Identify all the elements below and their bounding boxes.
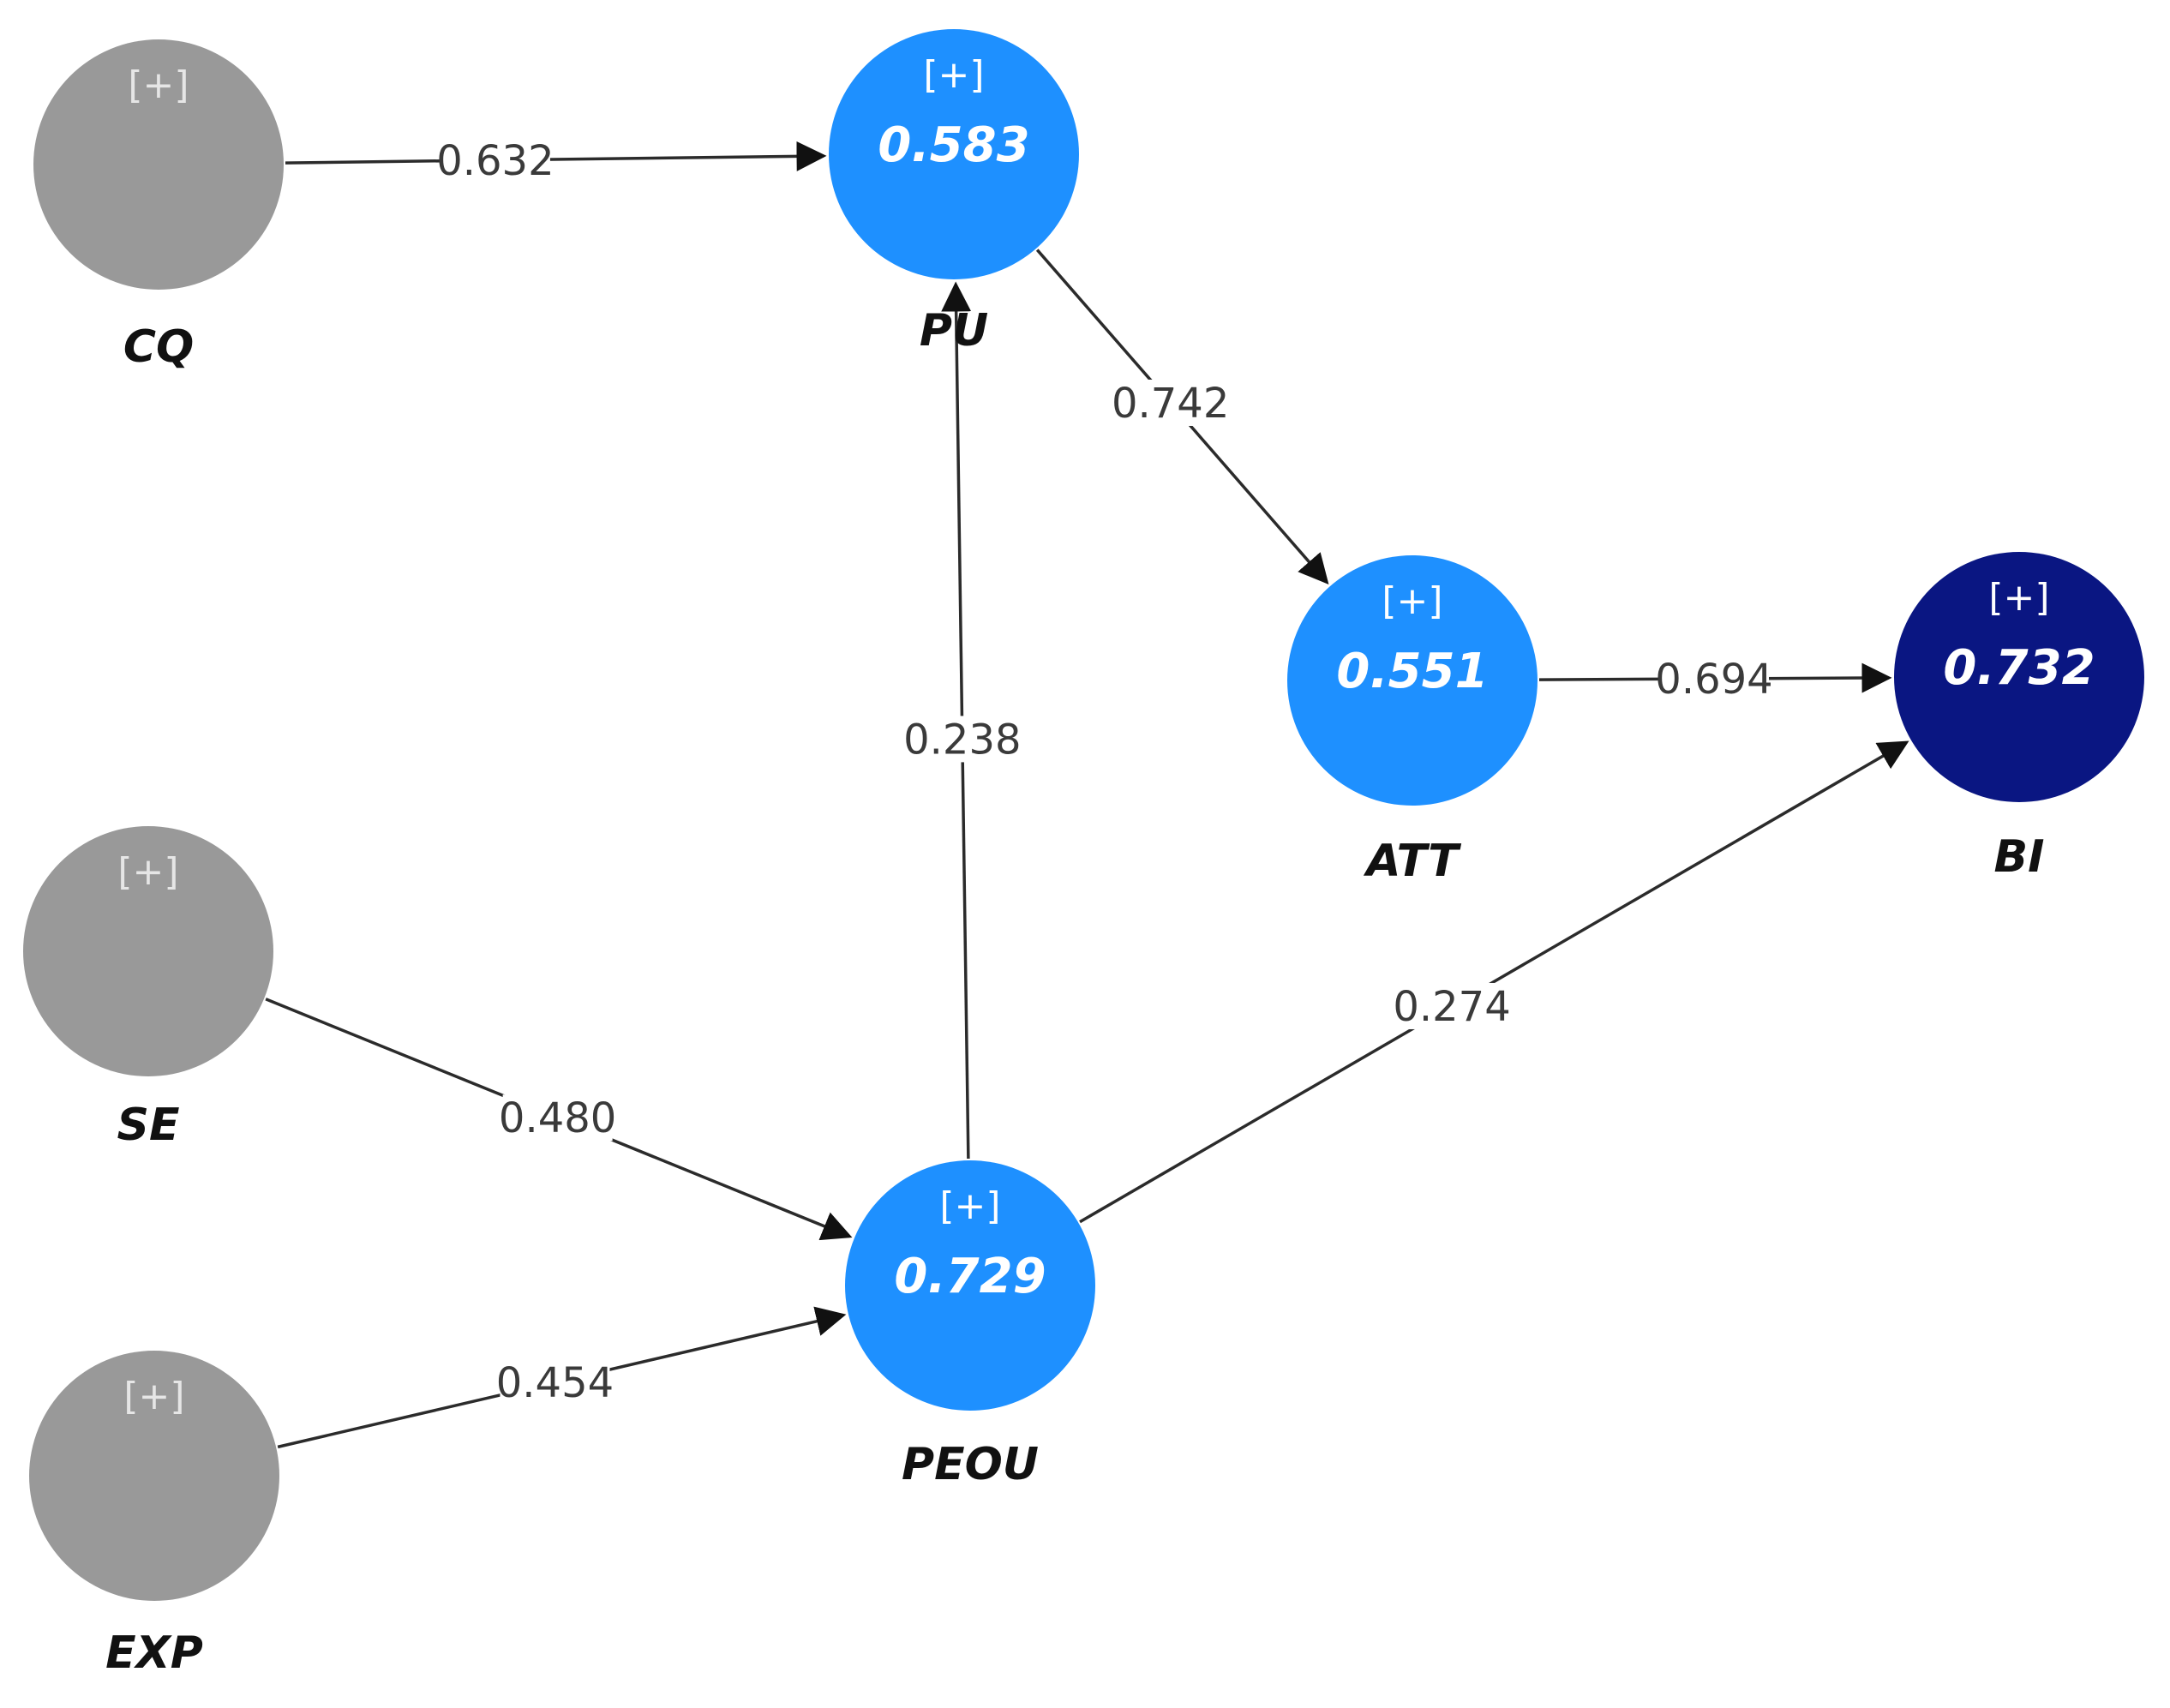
construct-circle[interactable] bbox=[1894, 552, 2144, 802]
path-coefficient: 0.238 bbox=[903, 716, 1021, 764]
construct-label: CQ bbox=[123, 321, 194, 373]
coefficient-label-bg bbox=[1115, 379, 1226, 426]
node-se[interactable]: [+] SE bbox=[23, 826, 273, 1151]
path-arrow bbox=[285, 141, 827, 171]
path-arrow bbox=[1079, 740, 1909, 1224]
construct-label: PEOU bbox=[902, 1439, 1039, 1490]
path-coefficient: 0.480 bbox=[499, 1094, 616, 1142]
construct-label: SE bbox=[117, 1100, 180, 1151]
path-peou-pu[interactable]: 0.238 bbox=[903, 281, 1022, 1160]
coefficient-label-bg bbox=[1659, 656, 1769, 703]
construct-circle[interactable] bbox=[1287, 555, 1538, 806]
coefficient-label-bg bbox=[502, 1094, 613, 1142]
node-cq[interactable]: [+] CQ bbox=[33, 39, 284, 373]
expand-icon[interactable]: [+] bbox=[939, 1184, 1000, 1228]
construct-circle[interactable] bbox=[33, 39, 284, 290]
construct-label: EXP bbox=[105, 1627, 203, 1679]
path-coefficient: 0.274 bbox=[1393, 983, 1510, 1031]
r-squared-value: 0.729 bbox=[894, 1249, 1046, 1304]
coefficient-label-bg bbox=[1397, 982, 1508, 1029]
construct-label: PU bbox=[920, 305, 988, 357]
path-pu-att[interactable]: 0.742 bbox=[1035, 249, 1329, 585]
path-exp-peou[interactable]: 0.454 bbox=[277, 1306, 847, 1449]
path-coefficient: 0.742 bbox=[1112, 380, 1229, 428]
construct-circle[interactable] bbox=[23, 826, 273, 1076]
construct-label: ATT bbox=[1363, 836, 1461, 887]
expand-icon[interactable]: [+] bbox=[117, 850, 178, 894]
path-att-bi[interactable]: 0.694 bbox=[1538, 656, 1892, 704]
construct-circle[interactable] bbox=[845, 1160, 1095, 1411]
coefficient-label-bg bbox=[907, 716, 1017, 763]
path-coefficient: 0.632 bbox=[436, 137, 554, 185]
expand-icon[interactable]: [+] bbox=[123, 1375, 184, 1418]
expand-icon[interactable]: [+] bbox=[923, 53, 984, 97]
path-se-peou[interactable]: 0.480 bbox=[265, 998, 853, 1241]
path-peou-bi[interactable]: 0.274 bbox=[1079, 740, 1909, 1224]
construct-circle[interactable] bbox=[29, 1351, 279, 1601]
r-squared-value: 0.583 bbox=[878, 117, 1029, 173]
construct-circle[interactable] bbox=[829, 29, 1079, 279]
coefficient-label-bg bbox=[440, 136, 550, 183]
r-squared-value: 0.551 bbox=[1336, 644, 1488, 699]
node-exp[interactable]: [+] EXP bbox=[29, 1351, 279, 1679]
paths-layer: 0.632 0.742 0.694 0.238 0.274 0.480 0.454 bbox=[265, 136, 1909, 1449]
expand-icon[interactable]: [+] bbox=[1988, 576, 2049, 620]
path-coefficient: 0.694 bbox=[1655, 656, 1772, 704]
construct-label: BI bbox=[1994, 831, 2045, 883]
path-cq-pu[interactable]: 0.632 bbox=[285, 136, 827, 185]
path-coefficient: 0.454 bbox=[496, 1359, 614, 1407]
expand-icon[interactable]: [+] bbox=[1382, 579, 1442, 623]
r-squared-value: 0.732 bbox=[1943, 640, 2095, 696]
expand-icon[interactable]: [+] bbox=[128, 63, 189, 107]
coefficient-label-bg bbox=[500, 1358, 610, 1405]
